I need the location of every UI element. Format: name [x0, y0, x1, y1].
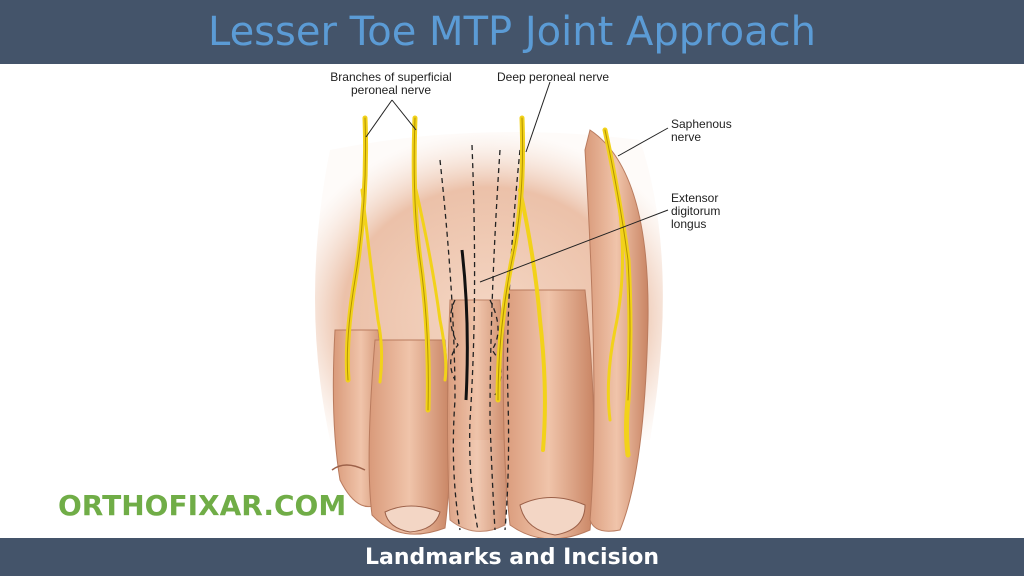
label-line: peroneal nerve: [350, 83, 432, 97]
slide-title: Lesser Toe MTP Joint Approach: [207, 9, 817, 55]
label-line: digitorum: [671, 204, 721, 218]
leader-lines: [365, 81, 669, 283]
label-saphenous-nerve: Saphenous nerve: [671, 118, 732, 144]
toe-second: [502, 289, 595, 538]
saphenous-nerve: [602, 127, 633, 458]
title-bar: Lesser Toe MTP Joint Approach: [0, 0, 1024, 64]
label-superficial-peroneal-nerve: Branches of superficial peroneal nerve: [318, 71, 464, 97]
site-watermark: ORTHOFIXAR.COM: [58, 489, 347, 522]
deep-peroneal-nerve: [495, 115, 547, 452]
label-line: Branches of superficial: [330, 70, 452, 84]
incision-line: [460, 249, 469, 401]
caption-bar: Landmarks and Incision: [0, 538, 1024, 576]
label-line: nerve: [671, 130, 702, 144]
foot-illustration: [315, 81, 669, 538]
toe-lesser-3: [447, 299, 508, 532]
superficial-peroneal-nerve: [344, 115, 448, 413]
label-line: Extensor: [671, 191, 719, 205]
slide-subtitle: Landmarks and Incision: [364, 544, 660, 570]
label-line: Saphenous: [671, 117, 732, 131]
label-extensor-digitorum-longus: Extensor digitorum longus: [671, 192, 720, 231]
label-line: longus: [671, 217, 707, 231]
label-deep-peroneal-nerve: Deep peroneal nerve: [497, 71, 609, 84]
label-line: Deep peroneal nerve: [497, 70, 610, 84]
toe-great: [584, 129, 649, 532]
